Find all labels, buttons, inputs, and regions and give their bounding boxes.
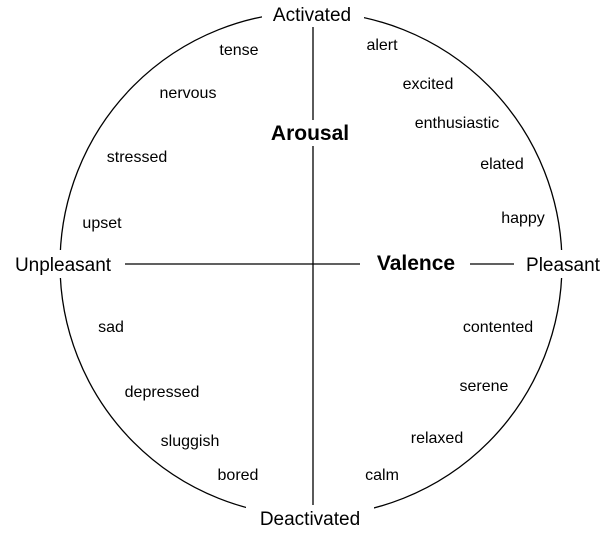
emotion-enthusiastic: enthusiastic <box>415 115 500 132</box>
emotion-depressed: depressed <box>125 384 200 401</box>
emotion-sluggish: sluggish <box>161 433 220 450</box>
emotion-bored: bored <box>218 467 259 484</box>
pole-label-activated: Activated <box>273 5 351 26</box>
bottom-pole-mask <box>246 506 374 534</box>
emotion-elated: elated <box>480 156 524 173</box>
pole-label-unpleasant: Unpleasant <box>15 255 112 276</box>
top-pole-mask <box>262 1 364 27</box>
emotion-sad: sad <box>98 319 124 336</box>
emotion-relaxed: relaxed <box>411 430 463 447</box>
emotion-serene: serene <box>460 378 509 395</box>
emotion-upset: upset <box>82 215 122 232</box>
pole-label-pleasant: Pleasant <box>526 255 601 276</box>
emotion-stressed: stressed <box>107 149 167 166</box>
emotion-calm: calm <box>365 467 399 484</box>
emotion-alert: alert <box>366 37 398 54</box>
emotion-nervous: nervous <box>160 85 217 102</box>
right-pole-mask <box>516 250 608 278</box>
axis-title-arousal: Arousal <box>271 122 349 145</box>
emotion-tense: tense <box>219 42 258 59</box>
left-pole-mask <box>3 250 123 278</box>
axis-title-valence: Valence <box>377 252 455 275</box>
emotion-excited: excited <box>403 76 454 93</box>
emotion-contented: contented <box>463 319 533 336</box>
emotion-happy: happy <box>501 210 545 227</box>
pole-label-deactivated: Deactivated <box>260 509 360 530</box>
